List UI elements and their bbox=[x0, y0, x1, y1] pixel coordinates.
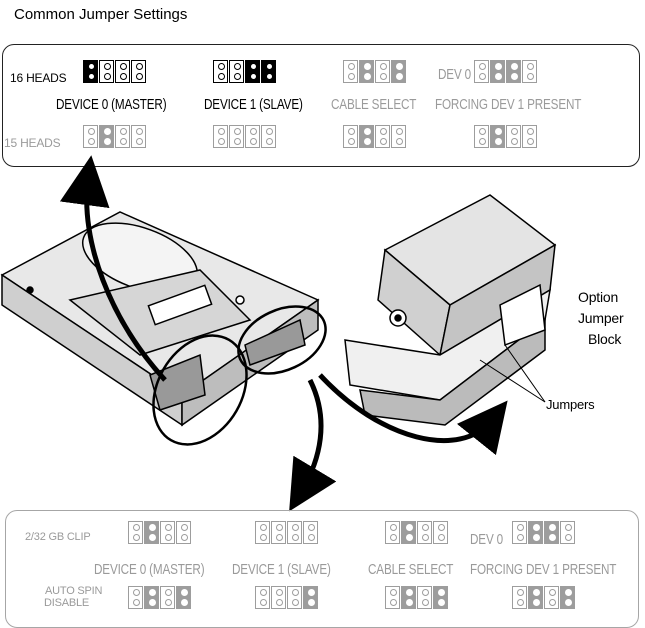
top-col-device1: DEVICE 1 (SLAVE) bbox=[204, 96, 303, 113]
arrow-down-to-bottom-panel bbox=[289, 378, 337, 512]
jumper-block-top-dev1-16 bbox=[213, 60, 276, 83]
top-dev0-label: DEV 0 bbox=[438, 66, 472, 83]
bottom-dev0-label: DEV 0 bbox=[470, 531, 504, 548]
option-label-line1: Option bbox=[578, 289, 619, 305]
jumper-block-top-forcing-16 bbox=[474, 60, 537, 83]
jumper-block-bottom-dev0-spin bbox=[128, 586, 191, 609]
option-label-line2: Jumper bbox=[578, 310, 624, 326]
top-row1-label: 16 HEADS bbox=[10, 71, 67, 85]
diagram-title: Common Jumper Settings bbox=[14, 6, 188, 23]
jumper-block-bottom-dev1-spin bbox=[255, 586, 318, 609]
jumper-block-top-dev1-15 bbox=[213, 125, 276, 148]
jumpers-pointer-line-2 bbox=[504, 344, 546, 403]
jumper-block-bottom-dev0-clip bbox=[128, 521, 191, 544]
top-row2-label: 15 HEADS bbox=[4, 136, 61, 150]
top-settings-panel bbox=[2, 44, 640, 167]
jumpers-label: Jumpers bbox=[546, 397, 595, 412]
hard-drive-body bbox=[0, 211, 320, 427]
bottom-col-cable-select: CABLE SELECT bbox=[368, 561, 454, 578]
bottom-row2-label-2: DISABLE bbox=[44, 597, 90, 609]
jumper-block-top-forcing-15 bbox=[474, 125, 537, 148]
bottom-col-forcing: FORCING DEV 1 PRESENT bbox=[470, 561, 617, 578]
jumper-block-top-dev0-15 bbox=[83, 125, 146, 148]
jumper-block-bottom-cable-spin bbox=[385, 586, 448, 609]
option-label-line3: Block bbox=[588, 331, 622, 347]
jumper-block-bottom-forcing-clip bbox=[512, 521, 575, 544]
top-col-forcing: FORCING DEV 1 PRESENT bbox=[435, 96, 582, 113]
jumpers-pointer-line-1 bbox=[479, 359, 546, 403]
bottom-col-device1: DEVICE 1 (SLAVE) bbox=[232, 561, 331, 578]
jumper-block-top-dev0-16 bbox=[83, 60, 146, 83]
top-col-cable-select: CABLE SELECT bbox=[331, 96, 417, 113]
jumper-block-top-cable-16 bbox=[343, 60, 406, 83]
bottom-col-device0: DEVICE 0 (MASTER) bbox=[94, 561, 205, 578]
connector-circle-highlight bbox=[237, 305, 327, 375]
jumper-block-bottom-dev1-clip bbox=[255, 521, 318, 544]
top-col-device0: DEVICE 0 (MASTER) bbox=[56, 96, 167, 113]
jumper-circle-highlight bbox=[152, 334, 248, 446]
jumper-block-bottom-forcing-spin bbox=[512, 586, 575, 609]
arrow-up-to-top-panel bbox=[59, 155, 167, 382]
bottom-row2-label-1: AUTO SPIN bbox=[45, 585, 103, 597]
jumper-block-bottom-cable-clip bbox=[385, 521, 448, 544]
bottom-row1-label: 2/32 GB CLIP bbox=[25, 531, 91, 543]
option-jumper-block-drawing bbox=[344, 194, 557, 426]
arrow-to-option-block bbox=[318, 373, 508, 456]
jumper-block-top-cable-15 bbox=[343, 125, 406, 148]
